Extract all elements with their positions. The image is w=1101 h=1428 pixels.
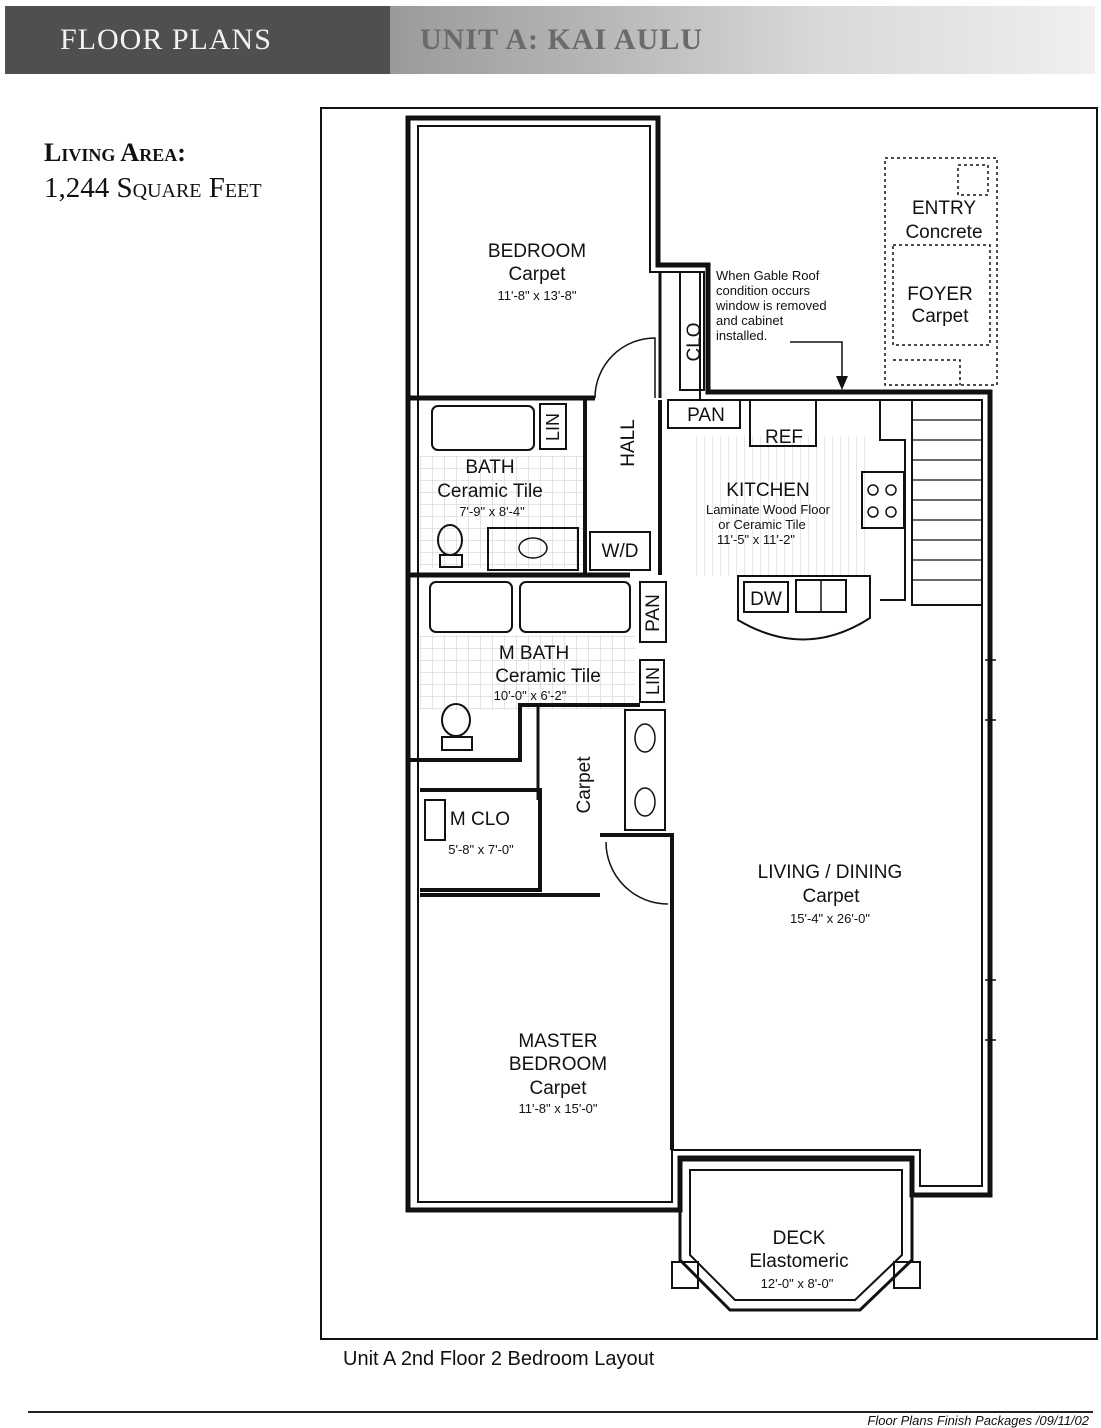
bedroom-name: BEDROOM	[488, 241, 586, 262]
master-door-swing	[605, 841, 669, 905]
pan1-box	[667, 399, 741, 429]
kitchen-name: KITCHEN	[726, 480, 809, 501]
master-floor: Carpet	[529, 1078, 587, 1099]
lin2-box	[639, 659, 665, 703]
living-floor: Carpet	[802, 886, 860, 907]
deck-floor: Elastomeric	[749, 1251, 848, 1272]
dw-box	[743, 581, 789, 613]
wd-label: W/D	[602, 541, 639, 562]
note-line-3: window is removed	[715, 298, 827, 313]
entry-floor: Concrete	[905, 222, 982, 243]
kitchen-floor-2: or Ceramic Tile	[718, 517, 805, 532]
bedroom-door-swing	[594, 337, 656, 399]
hall-label: HALL	[618, 419, 639, 467]
master-name-1: MASTER	[518, 1031, 597, 1052]
pan2-box	[639, 581, 667, 643]
kitchen-counter	[820, 399, 906, 601]
header-title: FLOOR PLANS	[5, 6, 390, 74]
living-size: 15'-4" x 26'-0"	[790, 911, 870, 926]
kitchen-floor-1: Laminate Wood Floor	[706, 502, 831, 517]
mclo-name: M CLO	[450, 809, 510, 830]
entry-dashed-outline	[884, 157, 998, 386]
footer-note: Floor Plans Finish Packages /09/11/02	[867, 1413, 1089, 1428]
carpet-hall-label: Carpet	[574, 756, 595, 814]
mbath-name: M BATH	[499, 643, 569, 664]
entry-name: ENTRY	[912, 198, 976, 219]
note-arrow	[790, 341, 843, 380]
tub1	[431, 405, 535, 451]
deck-name: DECK	[773, 1228, 826, 1249]
note-line-2: condition occurs	[716, 283, 810, 298]
pan1-label: PAN	[687, 405, 725, 426]
range	[861, 471, 905, 529]
mclo-size: 5'-8" x 7'-0"	[448, 842, 514, 857]
footer-rule	[28, 1411, 1093, 1413]
stair	[911, 399, 983, 606]
mclo-wall	[420, 788, 542, 892]
living-area-value: 1,244 Square Feet	[44, 172, 262, 204]
mbath-tile	[420, 635, 635, 710]
ref-box	[749, 399, 817, 447]
ref-label: REF	[765, 427, 803, 448]
living-area-label: Living Area:	[44, 138, 186, 167]
deck-size: 12'-0" x 8'-0"	[761, 1276, 834, 1291]
note-line-4: and cabinet	[716, 313, 784, 328]
deck-outline	[678, 1158, 914, 1312]
lin2-label: LIN	[643, 667, 663, 695]
pan2-label: PAN	[643, 594, 664, 632]
kitchen-size: 11'-5" x 11'-2"	[717, 532, 795, 547]
kitchen-floor	[690, 436, 865, 576]
bath-tile	[420, 456, 585, 568]
lin1-box	[539, 403, 567, 450]
double-vanity	[624, 709, 666, 831]
interior-wall-outline	[417, 125, 983, 1203]
clo-label: CLO	[684, 322, 705, 361]
master-size: 11'-8" x 15'-0"	[519, 1101, 598, 1116]
foyer-name: FOYER	[907, 284, 972, 305]
bath-floor: Ceramic Tile	[437, 481, 543, 502]
vanity1	[487, 527, 579, 571]
kitchen-island	[737, 575, 871, 641]
master-name-2: BEDROOM	[509, 1054, 607, 1075]
note-line-1: When Gable Roof	[716, 268, 820, 283]
mbath-size: 10'-0" x 6'-2"	[494, 688, 567, 703]
mbath-floor: Ceramic Tile	[495, 666, 601, 687]
living-name: LIVING / DINING	[758, 862, 903, 883]
bath-size: 7'-9" x 8'-4"	[459, 504, 525, 519]
header: FLOOR PLANS UNIT A: KAI AULU	[0, 0, 1101, 78]
bath-name: BATH	[465, 457, 514, 478]
tub3	[519, 581, 631, 633]
header-subtitle: UNIT A: KAI AULU	[420, 23, 703, 56]
dw-label: DW	[750, 589, 782, 610]
tub2	[429, 581, 513, 633]
clo-box	[679, 271, 705, 391]
plan-caption: Unit A 2nd Floor 2 Bedroom Layout	[343, 1348, 655, 1370]
bedroom-floor: Carpet	[508, 264, 566, 285]
foyer-floor: Carpet	[911, 306, 969, 327]
lin1-label: LIN	[543, 413, 563, 441]
bedroom-size: 11'-8" x 13'-8"	[498, 288, 577, 303]
header-subtitle-band: UNIT A: KAI AULU	[390, 6, 1095, 74]
wd-box	[589, 531, 651, 571]
plan-frame	[320, 107, 1098, 1340]
note-line-5: installed.	[716, 328, 767, 343]
